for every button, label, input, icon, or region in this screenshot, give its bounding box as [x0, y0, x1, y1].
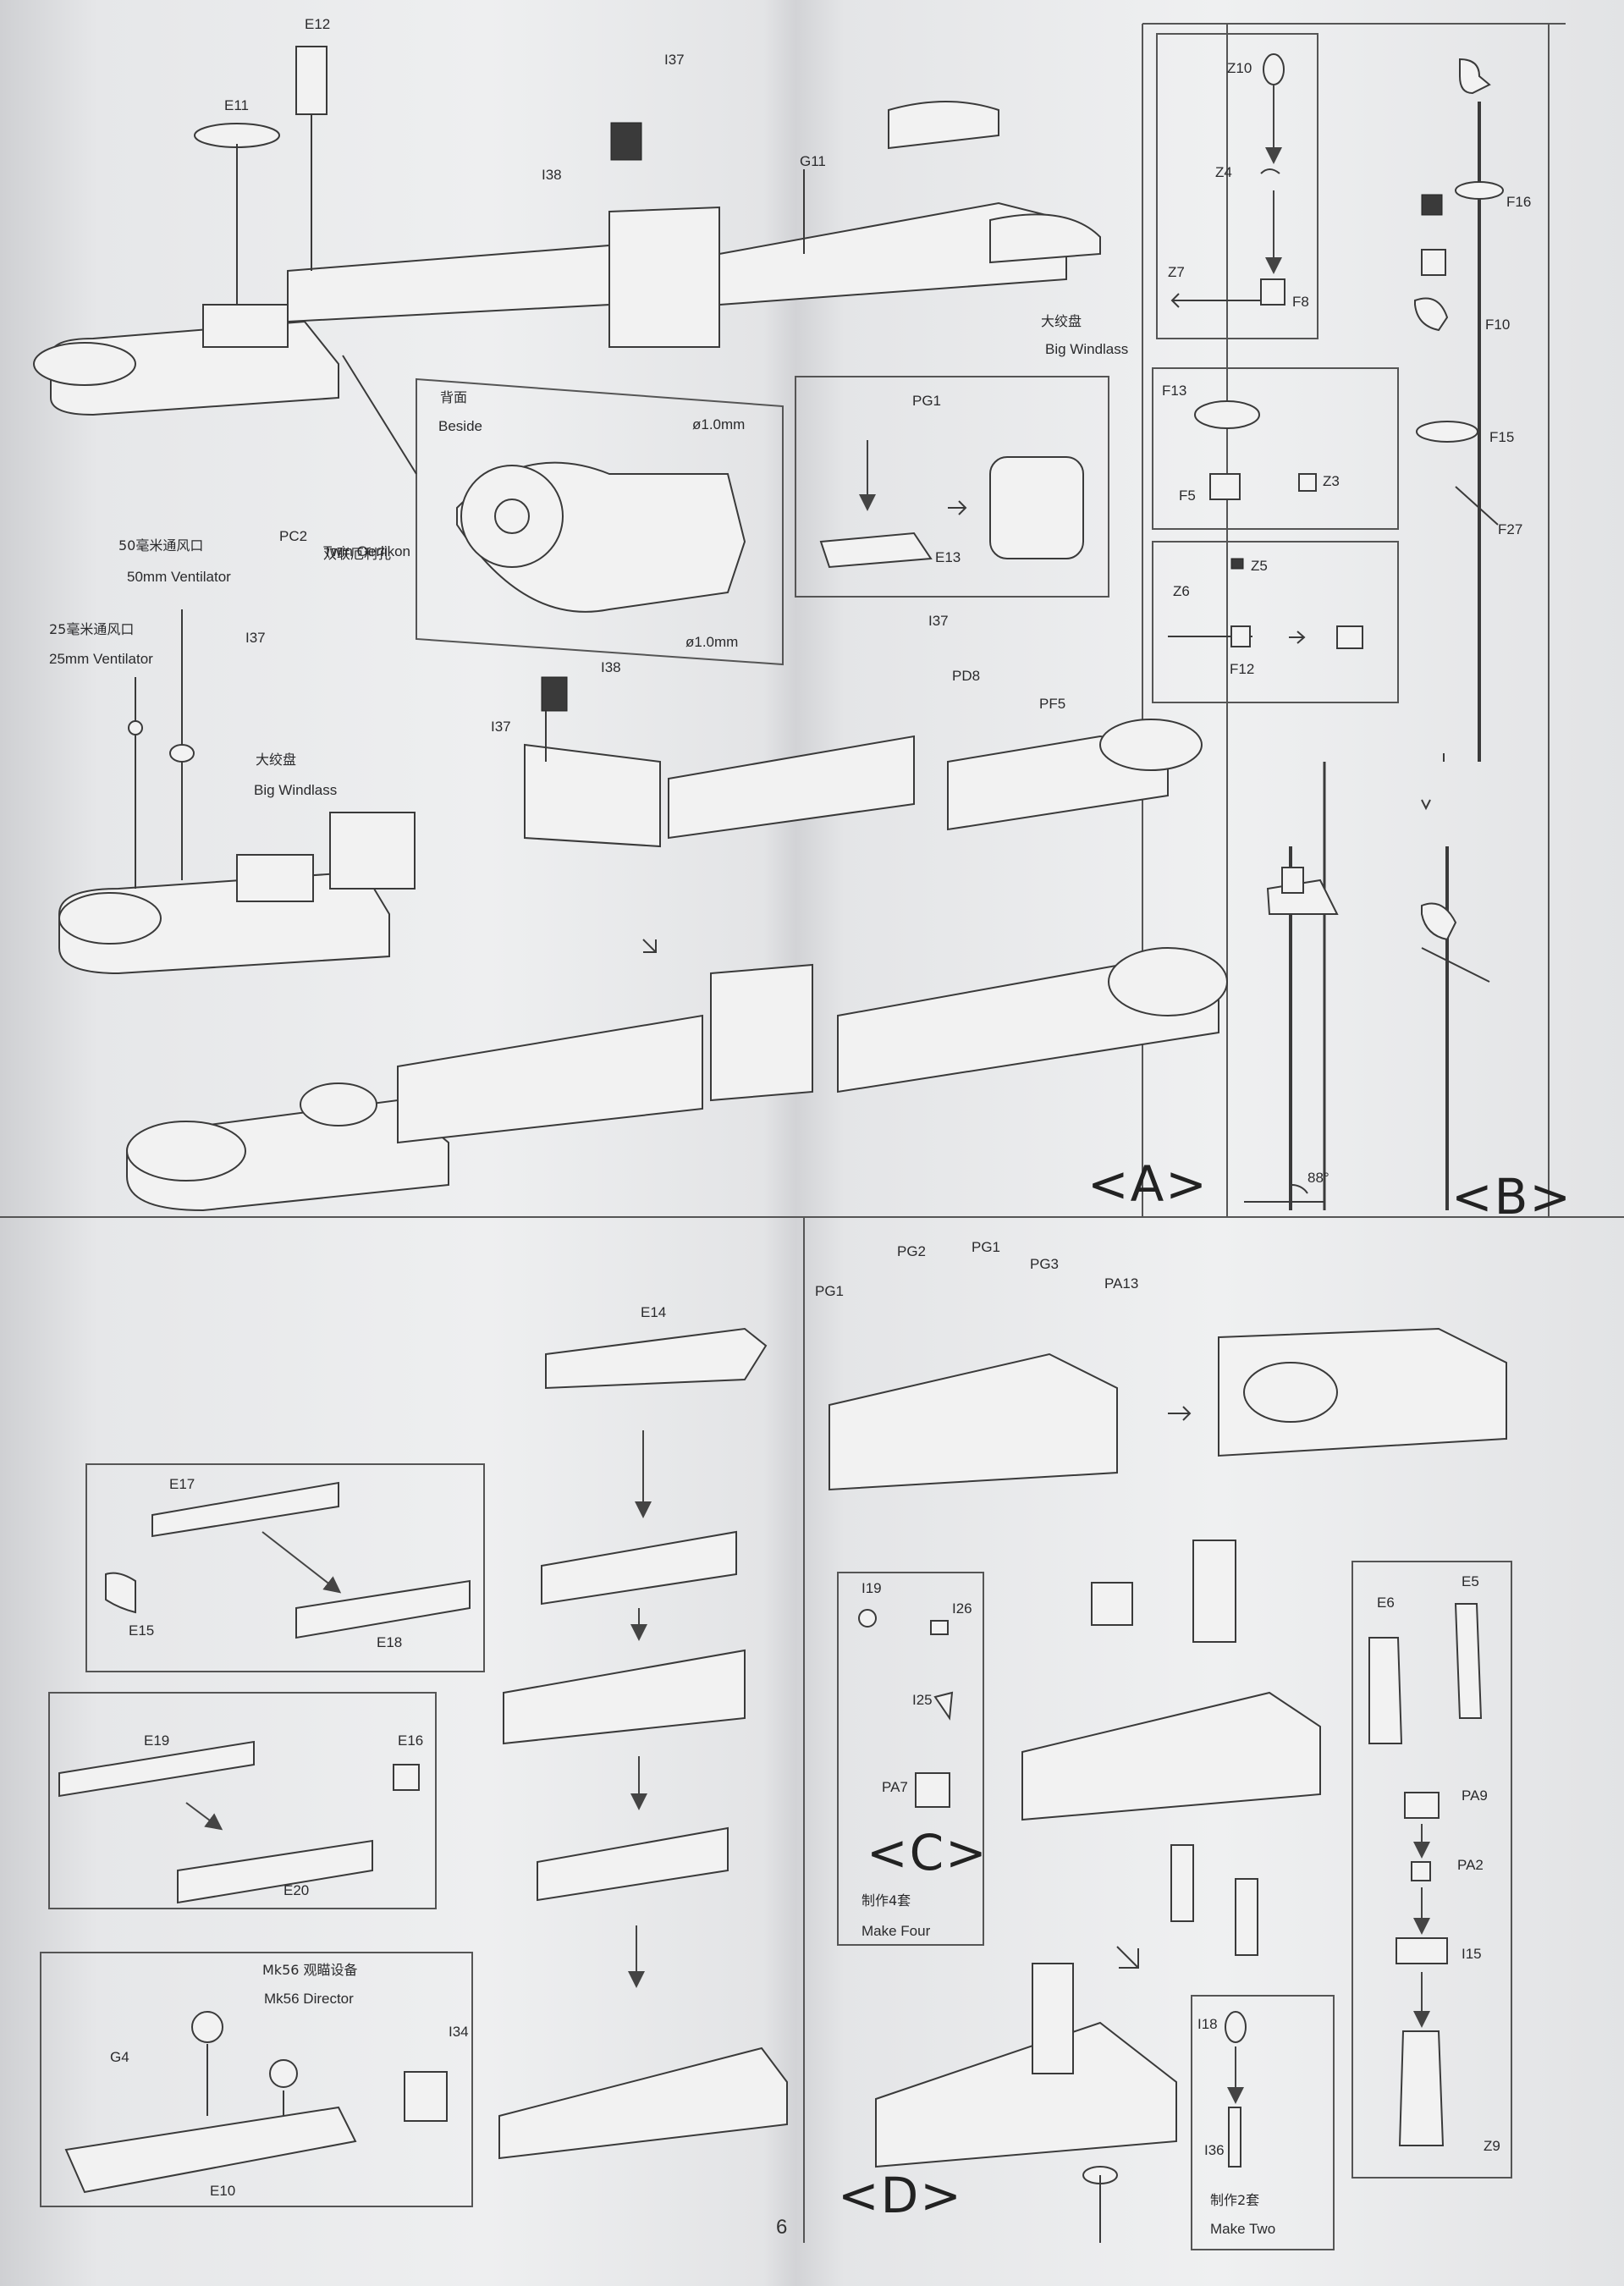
label-i18: I18 [1197, 2016, 1218, 2032]
label-f27: F27 [1498, 521, 1523, 537]
label-vent50-cn: 50毫米通风口 [118, 537, 204, 554]
label-i37: I37 [664, 52, 685, 68]
label-e14: E14 [641, 1304, 667, 1320]
section-a-drawings [33, 46, 1228, 1212]
label-vent50-en: 50mm Ventilator [127, 569, 231, 585]
section-b-drawings [1152, 33, 1504, 1210]
label-i19: I19 [862, 1580, 882, 1596]
label-i37-c: I37 [491, 719, 511, 735]
label-make-four-en: Make Four [862, 1923, 931, 1939]
label-f15: F15 [1489, 429, 1515, 445]
label-twin-oerlikon-en-wrap: Twin Oerlikon [323, 544, 410, 559]
label-twin-oerlikon-en: Twin Oerlikon [323, 543, 410, 559]
label-vent25-cn: 25毫米通风口 [49, 621, 135, 637]
label-e17: E17 [169, 1476, 195, 1492]
label-e12: E12 [305, 16, 331, 32]
label-i38: I38 [542, 167, 562, 183]
label-i37-d: I37 [928, 613, 949, 629]
label-i38-b: I38 [601, 659, 621, 675]
label-pa9: PA9 [1462, 1787, 1488, 1804]
section-a-label: <A> [1087, 1155, 1208, 1213]
label-make-two-cn: 制作2套 [1210, 2192, 1260, 2208]
label-88-degrees: 88° [1307, 1170, 1329, 1186]
label-windlass2-cn: 大绞盘 [256, 752, 297, 768]
section-dividers [0, 23, 1624, 2243]
page-number: 6 [776, 2216, 788, 2239]
section-b-label: <B> [1451, 1168, 1572, 1226]
label-beside-cn: 背面 [440, 389, 468, 405]
label-e11: E11 [224, 97, 249, 113]
label-f12: F12 [1230, 661, 1255, 677]
label-diameter-top: ø1.0mm [692, 416, 746, 432]
label-pa7: PA7 [882, 1779, 908, 1795]
label-pg1-c: PG1 [972, 1239, 1001, 1255]
label-i36: I36 [1204, 2142, 1225, 2158]
label-g4: G4 [110, 2049, 129, 2065]
label-pg1: PG1 [912, 393, 942, 409]
label-z6: Z6 [1173, 583, 1190, 599]
label-make-four-cn: 制作4套 [862, 1892, 911, 1909]
label-diameter-bottom: ø1.0mm [685, 634, 739, 650]
label-pa13: PA13 [1104, 1275, 1139, 1292]
label-make-two-en: Make Two [1210, 2221, 1276, 2237]
label-e6: E6 [1377, 1595, 1395, 1611]
label-i34: I34 [449, 2024, 469, 2040]
label-vent25-en: 25mm Ventilator [49, 651, 153, 667]
label-big-windlass-en: Big Windlass [1045, 341, 1129, 357]
label-i25: I25 [912, 1692, 933, 1708]
section-cd-drawings [829, 1327, 1512, 2250]
label-beside-en: Beside [438, 418, 482, 434]
label-e10: E10 [210, 2183, 236, 2199]
label-pf5: PF5 [1039, 696, 1066, 712]
section-d-label: <D> [838, 2167, 963, 2224]
label-z10: Z10 [1227, 60, 1252, 76]
label-e13: E13 [935, 549, 961, 565]
label-g11: G11 [800, 153, 826, 169]
label-e5: E5 [1462, 1573, 1479, 1589]
label-z5: Z5 [1251, 558, 1268, 574]
label-big-windlass-cn: 大绞盘 [1041, 313, 1082, 329]
label-pd8: PD8 [952, 668, 981, 684]
section-c-label: <C> [867, 1824, 988, 1881]
label-pa2: PA2 [1457, 1857, 1484, 1873]
label-windlass2-en: Big Windlass [254, 782, 338, 798]
label-pg1-b: PG1 [815, 1283, 845, 1299]
label-twin-oerlikon-cn: 双联厄利孔 [323, 546, 392, 562]
label-e19: E19 [144, 1732, 170, 1749]
label-e15: E15 [129, 1622, 155, 1639]
label-i37-b: I37 [245, 630, 266, 646]
label-f16: F16 [1506, 194, 1532, 210]
label-f10: F10 [1485, 317, 1511, 333]
label-z7: Z7 [1168, 264, 1185, 280]
label-z3: Z3 [1323, 473, 1340, 489]
label-i15: I15 [1462, 1946, 1482, 1962]
label-pc2: PC2 [279, 528, 308, 544]
label-pg3: PG3 [1030, 1256, 1060, 1272]
bridge-assembly-drawings [40, 1327, 788, 2207]
label-z4: Z4 [1215, 164, 1232, 180]
label-mk56-en: Mk56 Director [264, 1991, 354, 2007]
label-f8: F8 [1292, 294, 1309, 310]
label-z9: Z9 [1484, 2138, 1500, 2154]
label-i26: I26 [952, 1600, 972, 1617]
label-e16: E16 [398, 1732, 424, 1749]
label-f5: F5 [1179, 487, 1196, 504]
label-mk56-cn: Mk56 观瞄设备 [262, 1962, 358, 1978]
label-e20: E20 [284, 1882, 310, 1898]
label-pg2: PG2 [897, 1243, 927, 1259]
label-f13: F13 [1162, 383, 1187, 399]
label-e18: E18 [377, 1634, 403, 1650]
